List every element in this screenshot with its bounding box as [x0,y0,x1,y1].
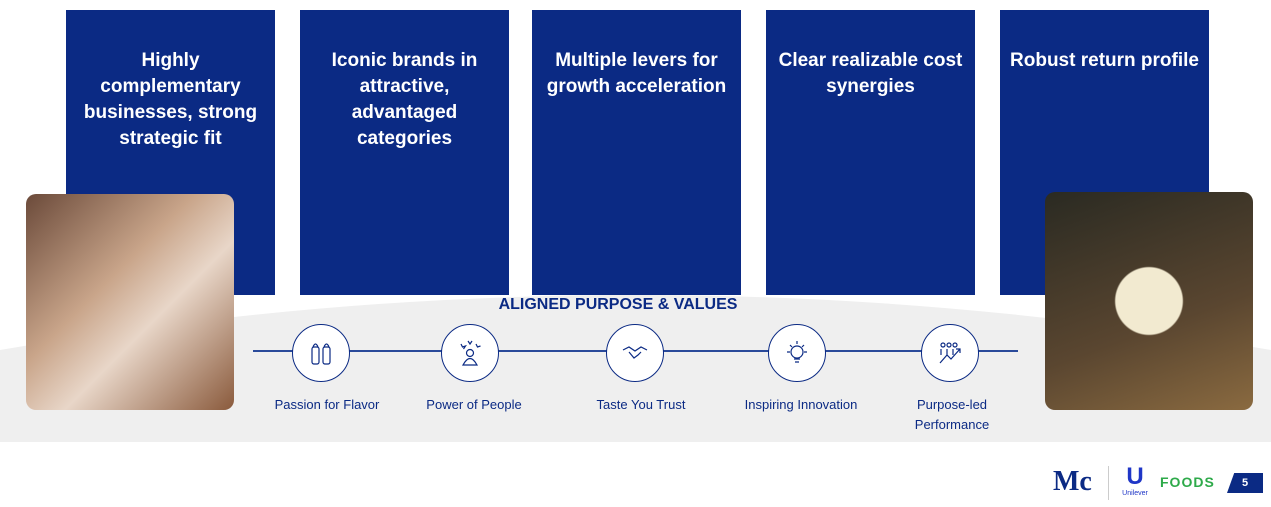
value-label: Purpose-led Performance [914,397,990,432]
values-title: ALIGNED PURPOSE & VALUES [498,296,738,313]
family-cooking-photo [26,194,234,410]
salt-pepper-icon [292,324,350,382]
person-stars-icon [441,324,499,382]
pillar-cost-synergies: Clear realizable cost synergies [766,10,975,295]
mccormick-logo: Mc [1053,466,1092,497]
page-number: 5 [1227,473,1263,493]
hellmanns-mayo-photo [1045,192,1253,410]
pillar-growth-levers: Multiple levers for growth acceleration [532,10,741,295]
handshake-icon [606,324,664,382]
value-label: Taste You Trust [596,397,686,412]
pillar-iconic-brands: Iconic brands in attractive, advantaged … [300,10,509,295]
logo-divider [1108,466,1109,500]
value-label: Inspiring Innovation [744,397,858,412]
value-label: Passion for Flavor [274,397,380,412]
foods-logo: FOODS [1160,474,1215,490]
lightbulb-icon [768,324,826,382]
value-label: Power of People [426,397,522,412]
people-growth-icon [921,324,979,382]
